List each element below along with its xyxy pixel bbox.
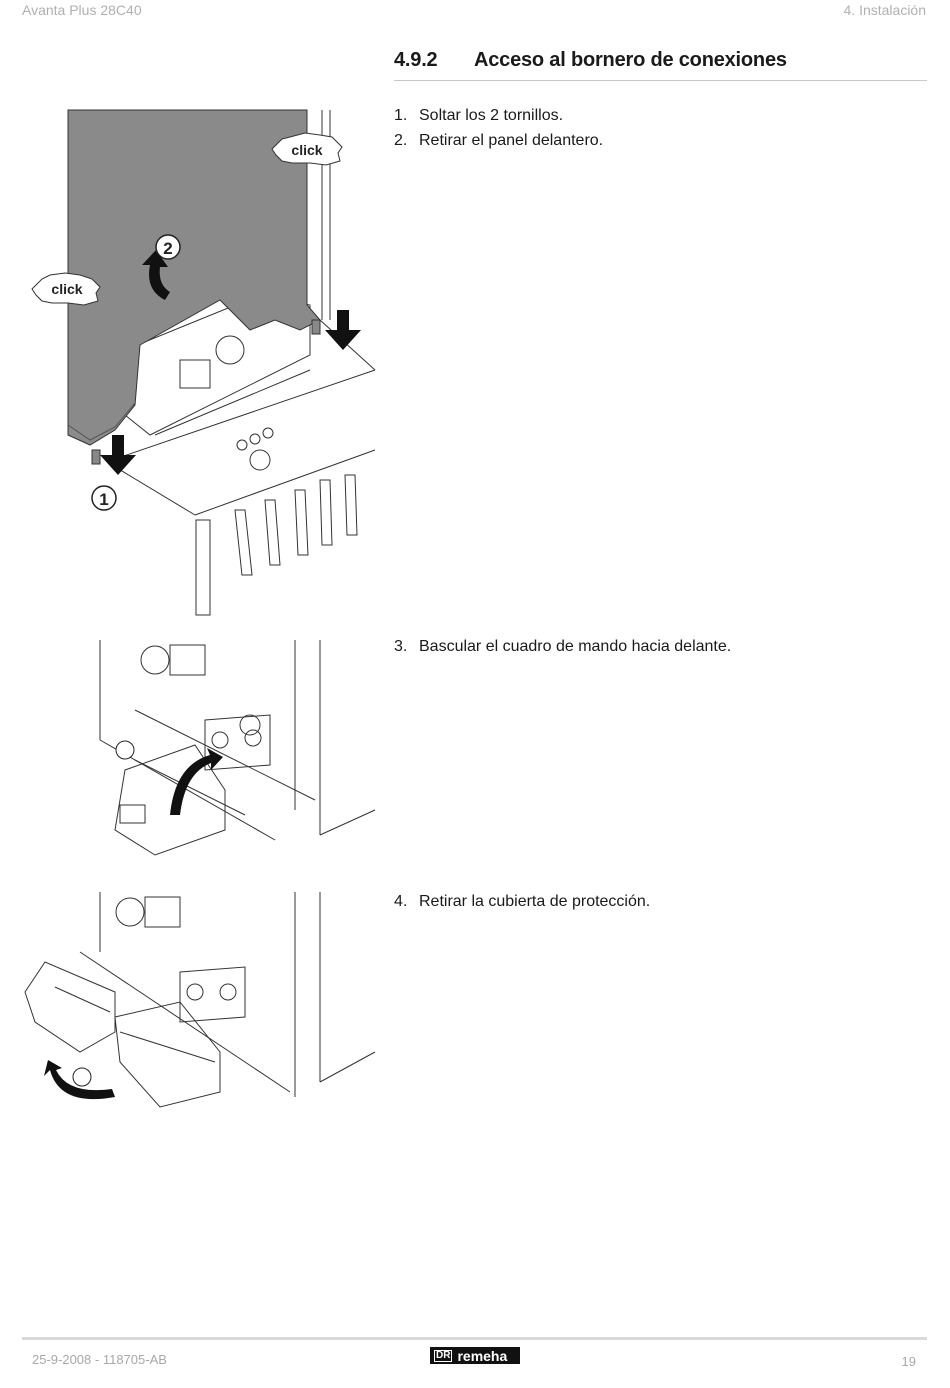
arrow-down-left-icon <box>100 435 136 475</box>
step-text: Retirar la cubierta de protección. <box>419 893 650 910</box>
figure-tilt-control-box <box>95 640 380 870</box>
callout-1-label: 1 <box>99 490 108 509</box>
click-label-left: click <box>51 281 82 297</box>
step-text: Retirar el panel delantero. <box>419 132 603 149</box>
page-number: 19 <box>902 1354 916 1369</box>
logo-mark: DR <box>434 1350 452 1362</box>
heading-rule <box>394 80 927 81</box>
step-item: 1.Soltar los 2 tornillos. <box>394 107 563 125</box>
callout-2-label: 2 <box>163 239 172 258</box>
footer-date-reference: 25-9-2008 - 118705-AB <box>32 1352 167 1367</box>
step-text: Soltar los 2 tornillos. <box>419 107 563 124</box>
step-number: 3. <box>394 638 419 656</box>
step-text: Bascular el cuadro de mando hacia delant… <box>419 638 731 655</box>
step-item: 3.Bascular el cuadro de mando hacia dela… <box>394 638 731 656</box>
section-number: 4.9.2 <box>394 49 474 72</box>
step-number: 2. <box>394 132 419 150</box>
document-header-title: Avanta Plus 28C40 <box>22 2 142 18</box>
step-number: 4. <box>394 893 419 911</box>
remeha-logo: DR remeha <box>430 1347 520 1364</box>
logo-text: remeha <box>457 1348 507 1364</box>
step-item: 2.Retirar el panel delantero. <box>394 132 603 150</box>
figure-remove-front-panel: click click 2 1 <box>20 105 380 620</box>
figure-remove-cover <box>20 892 380 1117</box>
callout-circle <box>116 741 134 759</box>
click-label-top: click <box>291 142 322 158</box>
section-title-text: Acceso al bornero de conexiones <box>474 49 787 71</box>
footer-rule <box>22 1337 927 1340</box>
callout-circle <box>73 1068 91 1086</box>
document-header-chapter: 4. Instalación <box>844 2 927 18</box>
step-item: 4.Retirar la cubierta de protección. <box>394 893 650 911</box>
step-number: 1. <box>394 107 419 125</box>
